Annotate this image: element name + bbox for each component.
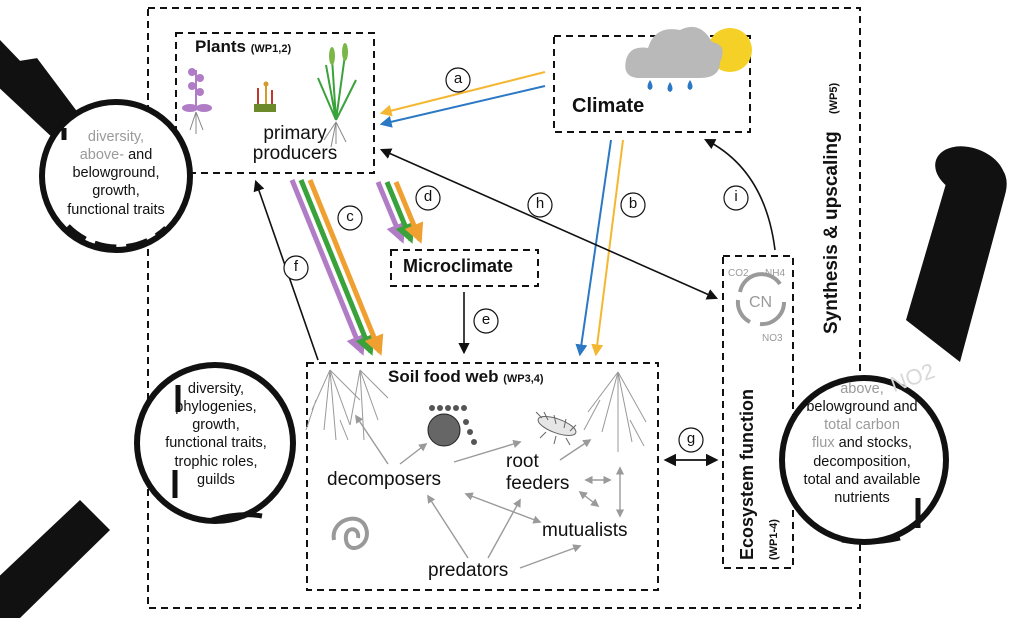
lens-tl-above: above-	[79, 147, 125, 164]
nematode-icon	[331, 516, 369, 550]
magnifier-bottom-left	[0, 362, 296, 618]
bacteria-cluster-icon	[427, 405, 477, 447]
label-h: h	[535, 195, 545, 212]
soil-title: Soil food web (WP3,4)	[388, 367, 544, 387]
mite-icon	[535, 411, 577, 446]
ecosystem-function-text: Ecosystem function	[737, 388, 757, 560]
label-a: a	[453, 70, 463, 87]
lens-bl-line1: diversity,	[187, 381, 245, 397]
plants-title: Plants (WP1,2)	[195, 37, 292, 57]
lens-bl-line4: functional traits,	[165, 435, 267, 452]
co2-label: CO2	[728, 268, 749, 279]
synthesis-box	[147, 7, 861, 609]
magnifier-top-left	[0, 40, 193, 253]
label-d: d	[423, 188, 433, 205]
microclimate-title: Microclimate	[403, 256, 514, 276]
arrow-c-orange	[307, 179, 384, 356]
label-g: g	[686, 430, 696, 447]
lens-tl-line3: belowground,	[72, 165, 160, 182]
primary-producers-label: primary producers	[240, 124, 350, 164]
plants-title-text: Plants	[195, 37, 247, 56]
label-b: b	[628, 195, 638, 212]
lens-bl-line2: phylogenies,	[175, 399, 257, 416]
plants-box	[175, 32, 375, 174]
nh4-label: NH4	[765, 268, 786, 279]
lens-r-line5: decomposition,	[813, 453, 911, 470]
lens-bl-line3: growth,	[192, 417, 240, 434]
cn-label: CN	[749, 294, 773, 311]
moss-icon	[254, 81, 276, 112]
lens-r-line1: above,	[840, 381, 884, 397]
root-systems-icon	[305, 369, 647, 452]
arrow-c-green	[298, 179, 375, 356]
synthesis-wp: (WP5)	[828, 82, 840, 114]
lens-tl-and: and	[128, 147, 153, 164]
lens-bottom-left-text: diversity, phylogenies, growth, function…	[156, 380, 276, 489]
lens-tl-line4: growth,	[92, 183, 140, 200]
lens-r-line3: total carbon	[824, 417, 900, 434]
decomposers-label: decomposers	[327, 469, 442, 490]
arrow-h	[379, 148, 719, 300]
climate-title: Climate	[572, 95, 645, 117]
feeders-label: feeders	[506, 473, 570, 494]
lens-tl-line1: diversity,	[87, 129, 145, 145]
arrow-a-yellow	[379, 71, 546, 117]
arrow-i	[704, 138, 776, 251]
magnifier-right	[779, 146, 1007, 545]
soil-wp: (WP3,4)	[503, 373, 544, 385]
producers-label: producers	[252, 142, 338, 164]
label-f: f	[293, 258, 299, 275]
plants-wp: (WP1,2)	[250, 43, 292, 55]
arrow-label-circles	[283, 67, 749, 453]
synthesis-title: Synthesis & upscaling	[821, 131, 842, 334]
lens-r-flux: flux	[812, 435, 835, 452]
label-i: i	[734, 188, 738, 205]
lens-tl-line2: above- and	[54, 146, 178, 164]
label-e: e	[481, 311, 491, 328]
food-web-arrows	[355, 414, 625, 569]
lens-r-line2: belowground and	[806, 399, 918, 416]
lens-bl-line5: trophic roles,	[174, 453, 258, 470]
plant-icons	[182, 43, 357, 148]
primary-label: primary	[263, 123, 327, 144]
arrow-c-purple	[289, 179, 366, 356]
arrow-b-blue	[575, 139, 612, 357]
no3-label: NO3	[762, 333, 783, 344]
lens-top-left-text: diversity, above- and belowground, growt…	[54, 128, 178, 219]
weather-icon	[625, 26, 752, 92]
arrow-a-blue	[379, 85, 546, 128]
lens-right-text: above, belowground and total carbon flux…	[792, 380, 932, 507]
mutualists-label: mutualists	[542, 520, 628, 541]
root-label: root	[506, 451, 539, 472]
purple-flower-plant-icon	[182, 68, 212, 134]
grass-plant-icon	[317, 43, 357, 148]
ecosystem-function-title: Ecosystem function	[737, 388, 758, 560]
lens-r-line7: nutrients	[834, 489, 890, 506]
cn-cycle-icon	[735, 272, 787, 327]
soil-title-text: Soil food web	[388, 367, 499, 386]
lens-tl-line5: functional traits	[67, 201, 165, 218]
lens-r-line4: flux and stocks,	[792, 434, 932, 452]
label-c: c	[346, 208, 354, 225]
predators-label: predators	[428, 560, 509, 581]
lens-r-line6: total and available	[803, 471, 921, 488]
lens-r-stocks: and stocks,	[838, 435, 912, 452]
lens-bl-line6: guilds	[197, 471, 235, 488]
ecosystem-wp: (WP1-4)	[768, 519, 780, 560]
